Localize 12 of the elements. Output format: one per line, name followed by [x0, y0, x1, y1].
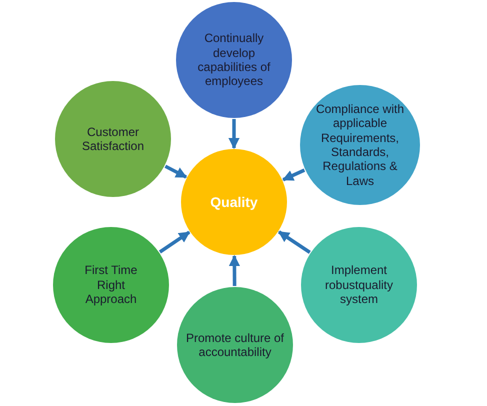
arrow — [228, 119, 240, 150]
circle-label: Implement robustquality system — [324, 263, 394, 307]
circle-label: Customer Satisfaction — [80, 124, 146, 154]
circle-label: Promote culture of accountability — [184, 330, 286, 360]
arrow — [158, 230, 190, 254]
circle-label: First Time Right Approach — [84, 263, 138, 307]
circle-label: Compliance with applicable Requirements, Standards, Regulations & Laws — [314, 102, 406, 188]
center-label: Quality — [209, 194, 259, 210]
arrow — [164, 164, 188, 179]
arrow — [282, 168, 306, 182]
arrow — [228, 254, 240, 286]
circle-label: Continually develop capabilities of employees — [196, 31, 272, 89]
